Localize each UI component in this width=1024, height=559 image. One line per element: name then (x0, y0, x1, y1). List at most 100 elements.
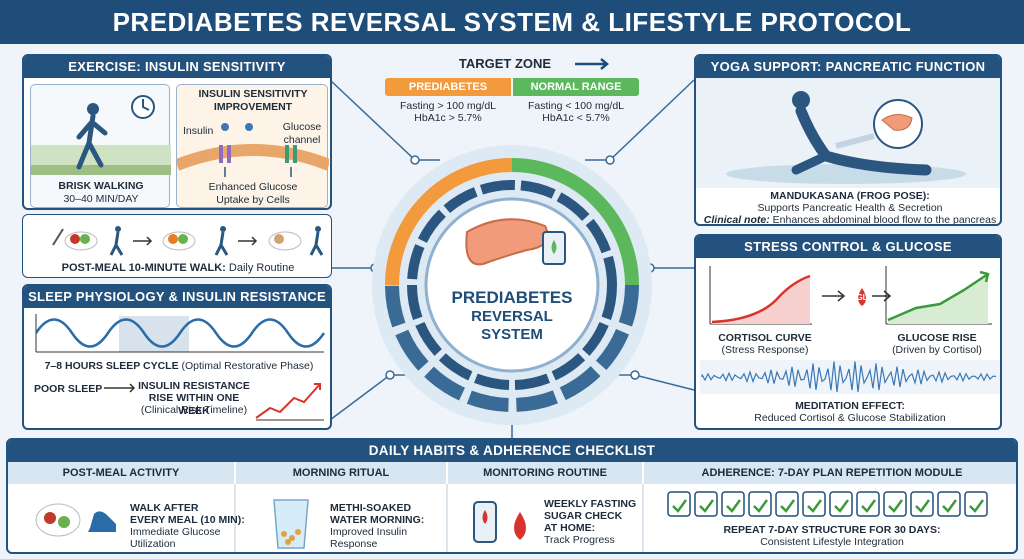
target-arrow-icon (575, 58, 609, 70)
check-icon (753, 499, 769, 513)
checklist-panel: DAILY HABITS & ADHERENCE CHECKLIST POST-… (6, 438, 1018, 554)
postmeal-panel: POST-MEAL 10-MINUTE WALK: Daily Routine (22, 214, 332, 278)
hub-line2: REVERSAL (471, 308, 553, 325)
check-icon (888, 499, 904, 513)
checklist-header: DAILY HABITS & ADHERENCE CHECKLIST (8, 440, 1016, 462)
meditation-sub: Reduced Cortisol & Glucose Stabilization (754, 412, 946, 424)
col1-l3: Immediate Glucose (130, 526, 221, 538)
col1-head: POST-MEAL ACTIVITY (8, 462, 234, 484)
sleep-cycle-caption: 7–8 HOURS SLEEP CYCLE (Optimal Restorati… (24, 360, 330, 373)
check-icon (861, 499, 877, 513)
cortisol-label: CORTISOL CURVE (718, 332, 812, 344)
calendar-day-box (964, 491, 988, 517)
col1-l4: Utilization (130, 538, 176, 550)
col2-l3: Improved Insulin (330, 526, 408, 538)
cortisol-sub: (Stress Response) (721, 344, 809, 356)
yoga-note: Clinical note: Enhances abdominal blood … (696, 214, 1000, 226)
page-title: PREDIABETES REVERSAL SYSTEM & LIFESTYLE … (0, 0, 1024, 44)
calendar-day-box (802, 491, 826, 517)
calendar-day-box (856, 491, 880, 517)
meditation-wave (701, 361, 997, 393)
sleep-cycle-rest: (Optimal Restorative Phase) (178, 360, 314, 372)
check-icon (699, 499, 715, 513)
check-icon (726, 499, 742, 513)
pre-hba1c: HbA1c > 5.7% (414, 112, 482, 124)
meditation-label: MEDITATION EFFECT: (795, 400, 905, 412)
walking-person-icon (31, 95, 171, 175)
calendar-checks (667, 491, 988, 517)
col3-head: MONITORING ROUTINE (448, 462, 642, 484)
col2-l1: METHI-SOAKED (330, 502, 412, 514)
rise-line1: INSULIN RESISTANCE (138, 380, 250, 392)
hub-line3: SYSTEM (481, 326, 543, 343)
exercise-panel: EXERCISE: INSULIN SENSITIVITY BRISK WALK… (22, 54, 332, 210)
calendar-day-box (883, 491, 907, 517)
calendar-day-box (721, 491, 745, 517)
improve-title: INSULIN SENSITIVITY IMPROVEMENT (198, 88, 308, 113)
hub-line1: PREDIABETES (451, 288, 573, 307)
col2-head: MORNING RITUAL (236, 462, 446, 484)
col4-l2: Consistent Lifestyle Integration (760, 536, 904, 548)
sleep-cycle-bold: 7–8 HOURS SLEEP CYCLE (44, 360, 179, 372)
calendar-day-box (748, 491, 772, 517)
col3-l2: SUGAR CHECK (544, 510, 623, 522)
stress-charts-icon (700, 266, 1000, 394)
yoga-pose: MANDUKASANA (FROG POSE): (770, 190, 930, 202)
calendar-day-box (937, 491, 961, 517)
col2-l2: WATER MORNING: (330, 514, 425, 526)
calendar-day-box (775, 491, 799, 517)
yoga-pose-sub: Supports Pancreatic Health & Secretion (757, 202, 943, 214)
walking-card: BRISK WALKING 30–40 MIN/DAY (30, 84, 171, 208)
postmeal-caption: POST-MEAL 10-MINUTE WALK: Daily Routine (23, 262, 331, 275)
check-icon (780, 499, 796, 513)
hub-rings (372, 145, 652, 425)
checklist-icons (35, 484, 988, 552)
meal-walk-sequence-icon (52, 226, 324, 256)
glucose-sub: (Driven by Cortisol) (892, 344, 982, 356)
walk-title: BRISK WALKING (58, 180, 144, 192)
channel-label: Glucose channel (282, 121, 322, 146)
pre-fasting: Fasting > 100 mg/dL (399, 100, 497, 112)
check-icon (672, 499, 688, 513)
check-icon (969, 499, 985, 513)
col4-head: ADHERENCE: 7-DAY PLAN REPETITION MODULE (644, 462, 1016, 484)
target-zone-label: TARGET ZONE (458, 56, 552, 71)
col1-l1: WALK AFTER (130, 502, 199, 514)
poor-sleep-label: POOR SLEEP (34, 383, 103, 395)
frog-pose-icon (696, 78, 1000, 188)
col4-l1: REPEAT 7-DAY STRUCTURE FOR 30 DAYS: (723, 524, 941, 536)
walk-sub: 30–40 MIN/DAY (63, 193, 139, 205)
col1-l2: EVERY MEAL (10 MIN): (130, 514, 245, 526)
yoga-note-text: Enhances abdominal blood flow to the pan… (769, 214, 997, 226)
normal-bar: NORMAL RANGE (513, 78, 639, 96)
calendar-day-box (694, 491, 718, 517)
sleep-header: SLEEP PHYSIOLOGY & INSULIN RESISTANCE (24, 286, 330, 308)
sleep-wave-icon (34, 314, 326, 422)
rise-sub: (Clinical Risk Timeline) (140, 404, 248, 416)
insulin-label: Insulin (183, 125, 214, 137)
glucose-label: GLUCOSE RISE (897, 332, 977, 344)
calendar-day-box (829, 491, 853, 517)
col3-l1: WEEKLY FASTING (544, 498, 637, 510)
uptake-label: Enhanced Glucose Uptake by Cells (208, 181, 298, 206)
postmeal-rest: Daily Routine (225, 262, 295, 274)
exercise-header: EXERCISE: INSULIN SENSITIVITY (24, 56, 330, 78)
check-icon (915, 499, 931, 513)
calendar-day-box (910, 491, 934, 517)
check-icon (834, 499, 850, 513)
center-hub: TARGET ZONE PREDIABETES NORMAL RANGE Fas… (355, 50, 669, 430)
normal-hba1c: HbA1c < 5.7% (542, 112, 610, 124)
col2-l4: Response (330, 538, 378, 550)
stress-header: STRESS CONTROL & GLUCOSE (696, 236, 1000, 258)
insulin-receptor-icon (177, 123, 329, 177)
insulin-card: INSULIN SENSITIVITY IMPROVEMENT Insulin … (176, 84, 329, 208)
col3-l4: Track Progress (544, 534, 615, 546)
check-icon (942, 499, 958, 513)
check-icon (807, 499, 823, 513)
col3-l3: AT HOME: (544, 522, 596, 534)
calendar-day-box (667, 491, 691, 517)
stress-panel: STRESS CONTROL & GLUCOSE GL CORTISOL CUR… (694, 234, 1002, 430)
yoga-panel: YOGA SUPPORT: PANCREATIC FUNCTION MANDUK… (694, 54, 1002, 226)
sleep-panel: SLEEP PHYSIOLOGY & INSULIN RESISTANCE 7–… (22, 284, 332, 430)
stress-gl: GL (856, 293, 868, 302)
